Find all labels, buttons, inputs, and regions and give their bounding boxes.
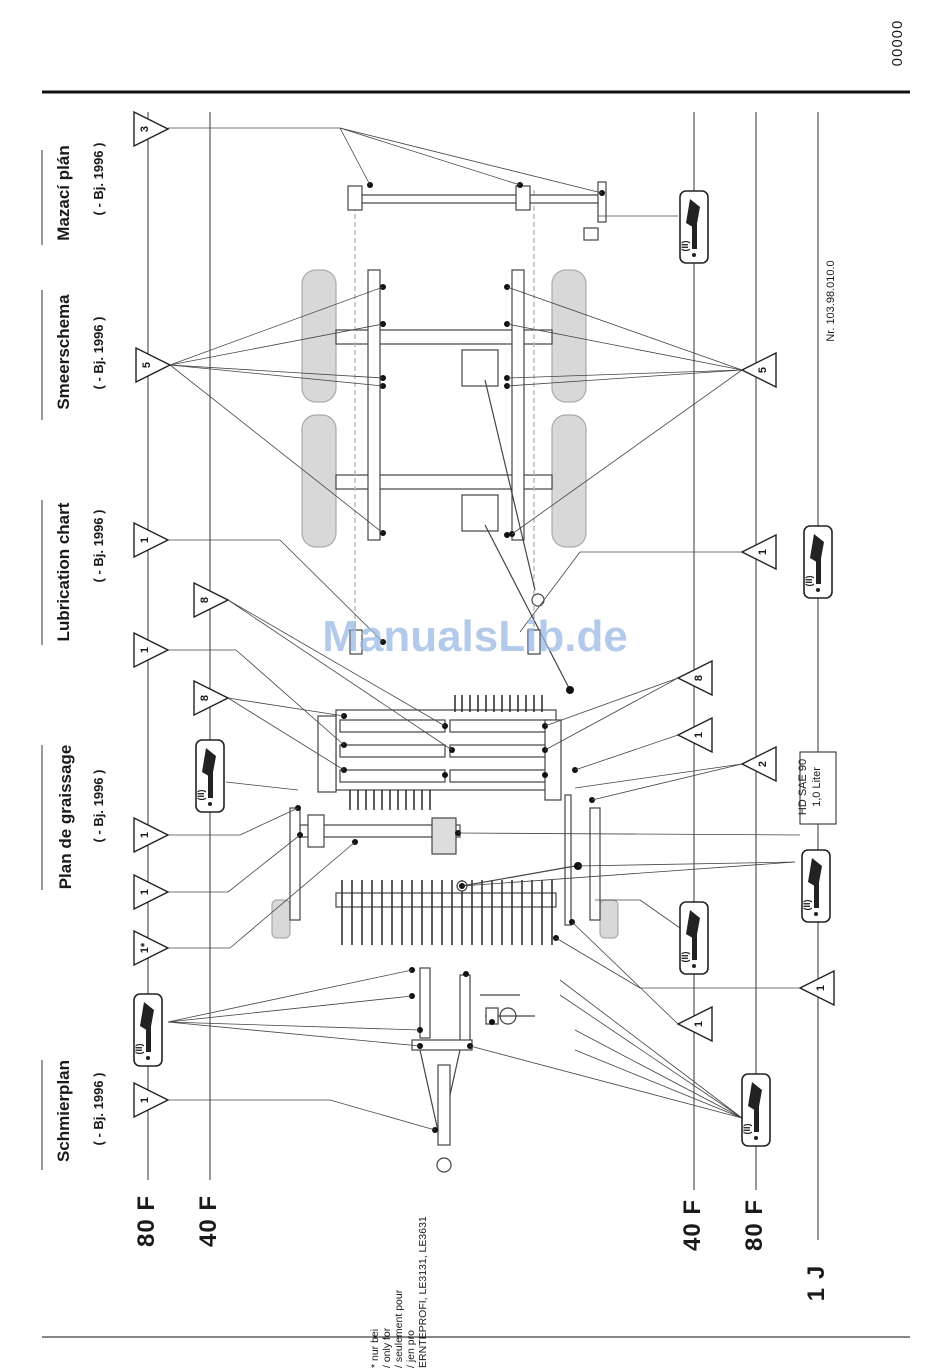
header-subtitle-nl: ( - Bj. 1996 ) [91,316,106,390]
tri-label: 8 [693,674,705,682]
tri-8-b [193,679,230,717]
tri-label: 1 [693,1020,705,1028]
tri-label: 1 [815,984,827,992]
tri-label: 1 [139,888,151,896]
footnote-line: / only for [381,1327,393,1368]
header-subtitle-en: ( - Bj. 1996 ) [91,509,106,583]
oil-spec-box [799,751,837,825]
interval-right-1j: 1 J [803,1264,830,1302]
oil-spec-line1: HD SAE 90 [797,758,809,816]
footnote-line: * nur bei [369,1328,381,1368]
interval-right-40f: 40 F [679,1198,706,1252]
header-title-de: Schmierplan [54,1059,73,1163]
tri-1-f [133,873,170,911]
interval-lines [147,112,819,1240]
machine-drawing [271,181,619,1173]
oil-spec-line2: 1,0 Liter [811,767,823,807]
header-title-nl: Smeerschema [54,294,73,410]
leader-lines [167,127,801,1131]
tri-1-g [798,969,835,1007]
header-subtitle-fr: ( - Bj. 1996 ) [91,769,106,843]
header-title-cz: Mazací plán [54,145,73,241]
tri-label: 1 [757,548,769,556]
footnote-line: ERNTEPROFI, LE3131, LE3631 [417,1216,429,1368]
page-number: 00000 [889,19,906,67]
tri-1-i [133,1081,170,1119]
grease-label: (II) [680,240,690,252]
tri-8-a [193,581,230,619]
tri-5-left [135,346,172,384]
tri-1-star [133,929,170,967]
interval-left-40f: 40 F [195,1194,222,1248]
grease-label: (II) [802,899,812,911]
interval-left-80f: 80 F [133,1194,160,1248]
tri-label: 1 [139,831,151,839]
footnote-line: / jen pro [405,1330,417,1368]
tri-5-right [740,351,777,389]
watermark: ManualsLib.de [322,612,628,661]
tri-1-b [740,533,777,571]
header-subtitle-de: ( - Bj. 1996 ) [91,1072,106,1146]
grease-label: (II) [680,951,690,963]
tri-1-c [133,631,170,669]
grease-label: (II) [196,789,206,801]
tri-label: 1* [139,942,151,954]
header-subtitle-cz: ( - Bj. 1996 ) [91,142,106,216]
grease-label: (II) [134,1043,144,1055]
tri-label: 1 [139,536,151,544]
tri-label: 5 [757,366,769,374]
tri-1-a [133,521,170,559]
tri-1-h [676,1005,713,1043]
tri-1-e [133,816,170,854]
tri-1-d [676,716,713,754]
tri-8-c [676,659,713,697]
footnote: * nur bei / only for / seulement pour / … [369,1208,431,1368]
interval-right-80f: 80 F [741,1198,768,1252]
tri-3 [133,110,170,148]
tri-label: 2 [757,760,769,768]
grease-label: (II) [804,575,814,587]
tri-2 [740,745,777,783]
tri-label: 5 [141,361,153,369]
document-number: Nr. 103.98.010.0 [825,260,837,342]
tri-label: 3 [139,125,151,133]
tri-label: 1 [139,1096,151,1104]
tri-label: 1 [693,731,705,739]
interval-triangles [133,110,835,1119]
tri-label: 8 [199,694,211,702]
grease-label: (II) [742,1123,752,1135]
footnote-line: / seulement pour [393,1289,405,1368]
tri-label: 8 [199,596,211,604]
header-title-fr: Plan de graissage [56,744,75,890]
